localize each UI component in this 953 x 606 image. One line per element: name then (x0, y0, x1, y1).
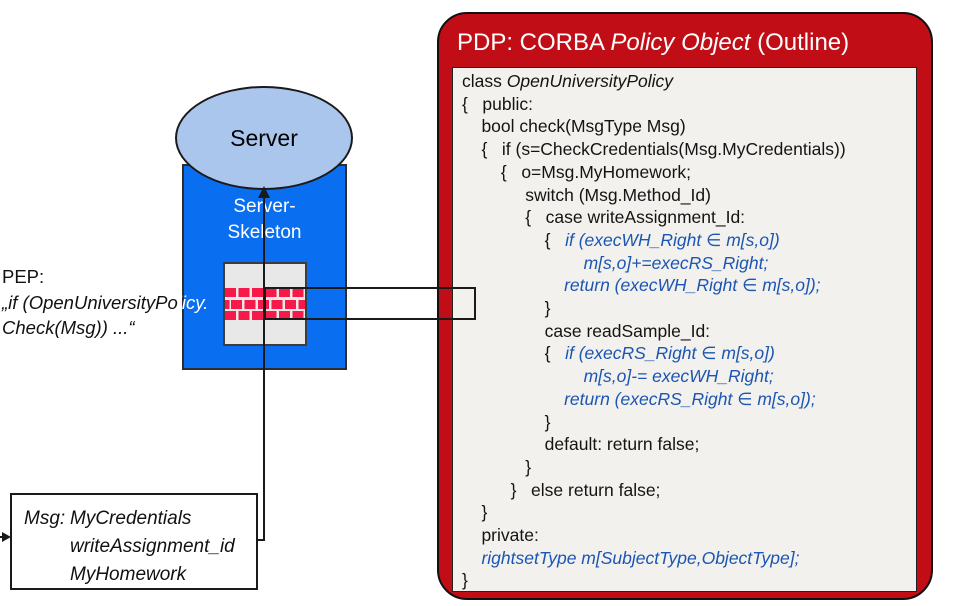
code-line: return (execRS_Right ∈ m[s,o]); (564, 388, 816, 409)
code-line: } (462, 502, 488, 523)
pdp-title: PDP: CORBA Policy Object (Outline) (457, 28, 917, 58)
code-line: } (462, 298, 551, 319)
pep-label: PEP: (2, 266, 45, 287)
pep-quote-line1-white: licy. (177, 291, 209, 313)
code-line: { public: (462, 93, 534, 114)
pep-to-pdp-connector (264, 287, 476, 320)
code-line: default: return false; (462, 434, 700, 455)
code-line: return (execWH_Right ∈ m[s,o]); (564, 275, 821, 296)
code-line: { if (execWH_Right ∈ m[s,o]) (462, 229, 780, 250)
request-arrow-line (263, 190, 265, 541)
pep-quote-line2: Check(Msg)) ...“ (2, 317, 135, 338)
code-line: } (462, 411, 551, 432)
pdp-title-italic: Policy Object (610, 29, 751, 56)
code-line: { if (s=CheckCredentials(Msg.MyCredentia… (462, 139, 846, 160)
pep-quote-line1-black: „if (OpenUniversityPo (2, 291, 178, 313)
code-line: switch (Msg.Method_Id) (462, 184, 711, 205)
policy-code: class OpenUniversityPolicy{ public: bool… (452, 67, 917, 592)
code-line: m[s,o]+=execRS_Right; (583, 252, 769, 273)
code-line: } (462, 456, 532, 477)
code-line: private: (462, 525, 539, 546)
server-ellipse: Server (175, 86, 353, 190)
code-line: bool check(MsgType Msg) (462, 116, 686, 137)
code-line: } else return false; (462, 479, 661, 500)
msg-line: MyCredentials (70, 508, 192, 529)
incoming-arrowhead-icon (2, 532, 11, 542)
code-line: case readSample_Id: (462, 320, 711, 341)
msg-to-line-connector (256, 539, 265, 541)
msg-label: Msg: (24, 508, 66, 529)
server-label: Server (230, 124, 298, 151)
code-line: class OpenUniversityPolicy (462, 71, 674, 91)
request-arrowhead-icon (258, 186, 270, 198)
code-line: { o=Msg.MyHomework; (462, 161, 692, 182)
code-line: { case writeAssignment_Id: (462, 207, 746, 228)
msg-line: MyHomework (70, 564, 187, 585)
code-line: { if (execRS_Right ∈ m[s,o]) (462, 343, 775, 364)
pep-annotation: PEP: „if (OpenUniversityPolicy. Check(Ms… (2, 264, 312, 341)
pep-quote-line1: „if (OpenUniversityPolicy. (2, 290, 312, 316)
pdp-title-suffix: (Outline) (750, 29, 850, 56)
code-line: rightsetType m[SubjectType,ObjectType]; (481, 547, 800, 568)
code-line: m[s,o]-= execWH_Right; (583, 366, 774, 387)
msg-line: writeAssignment_id (70, 536, 235, 557)
pdp-title-prefix: PDP: CORBA (457, 29, 611, 56)
code-line: } (462, 570, 468, 591)
